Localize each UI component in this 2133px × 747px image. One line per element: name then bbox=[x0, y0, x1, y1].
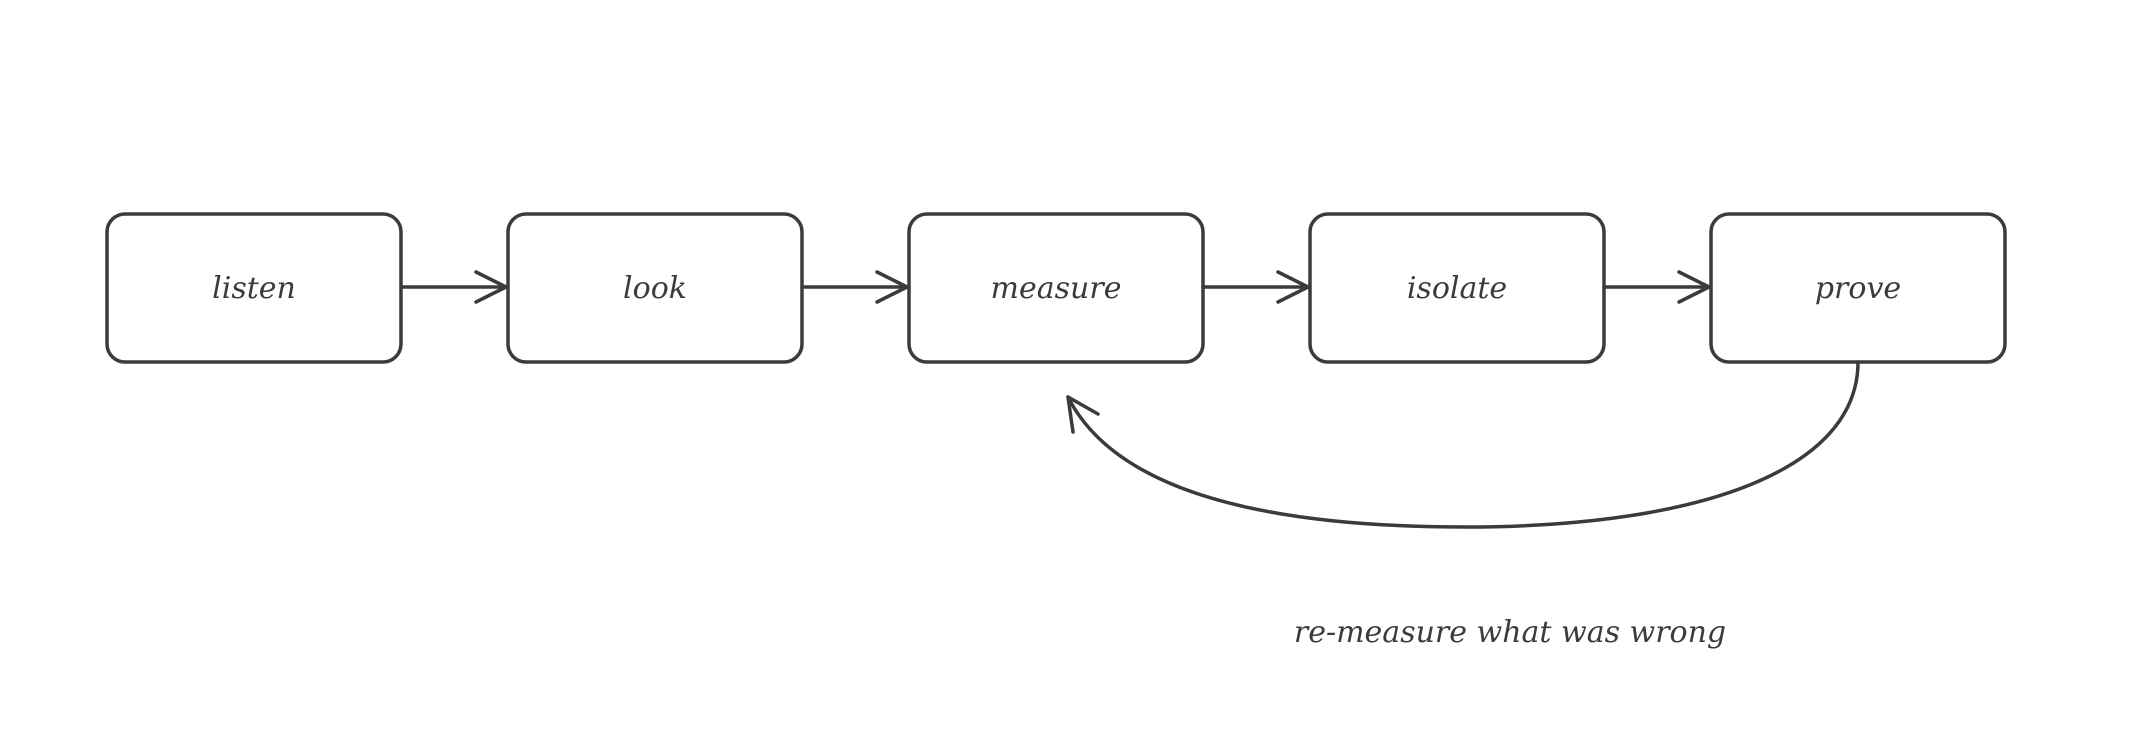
node-isolate: isolate bbox=[1308, 212, 1606, 364]
arrowhead-icon bbox=[1276, 270, 1310, 304]
node-look: look bbox=[506, 212, 804, 364]
node-label-listen: listen bbox=[212, 271, 296, 306]
arrowhead-icon bbox=[474, 270, 508, 304]
feedback-edge-label: re-measure what was wrong bbox=[1294, 615, 1726, 650]
node-label-measure: measure bbox=[991, 271, 1122, 306]
edge-look-to-measure bbox=[800, 270, 909, 304]
node-listen: listen bbox=[105, 212, 403, 364]
node-label-prove: prove bbox=[1815, 271, 1901, 306]
arrowhead-icon bbox=[875, 270, 909, 304]
arrowhead-icon bbox=[1677, 270, 1711, 304]
arrowhead-icon bbox=[1066, 395, 1100, 434]
node-measure: measure bbox=[907, 212, 1205, 364]
node-label-look: look bbox=[623, 271, 687, 306]
edge-listen-to-look bbox=[399, 270, 508, 304]
node-prove: prove bbox=[1709, 212, 2007, 364]
edge-prove-to-measure: re-measure what was wrong bbox=[1066, 360, 1860, 650]
edge-measure-to-isolate bbox=[1201, 270, 1310, 304]
node-label-isolate: isolate bbox=[1407, 271, 1507, 306]
feedback-curve bbox=[1066, 360, 1860, 529]
edge-isolate-to-prove bbox=[1602, 270, 1711, 304]
